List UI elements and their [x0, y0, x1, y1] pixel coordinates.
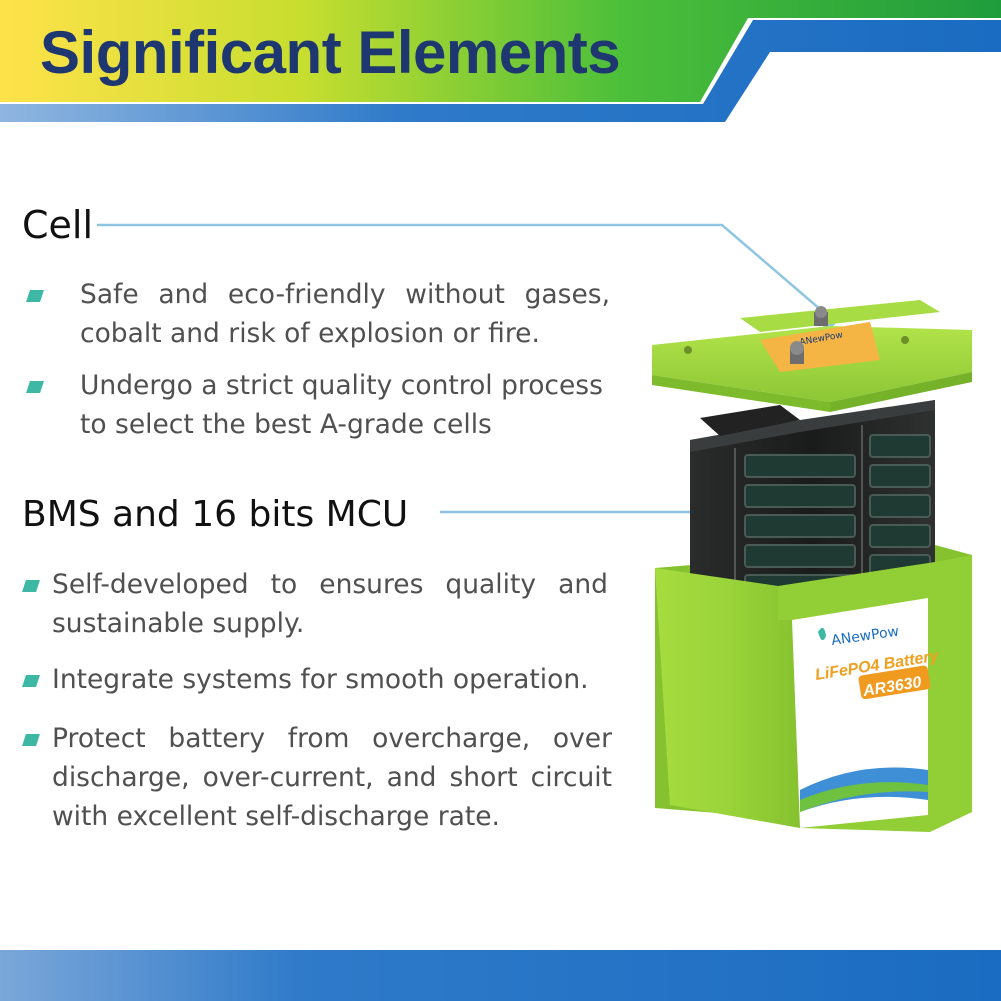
bms-bullet-text: Protect battery from overcharge, over di… — [52, 723, 612, 832]
bms-bullet-2: Integrate systems for smooth operation. — [22, 660, 632, 699]
cell-bullet-text: Undergo a strict quality control process… — [80, 370, 603, 440]
bms-bullet-text: Integrate systems for smooth operation. — [52, 664, 589, 695]
footer-stripe — [0, 950, 1001, 1001]
battery-lid: ANewPow — [652, 300, 972, 412]
bms-heading: BMS and 16 bits MCU — [22, 494, 409, 535]
bms-bullet-1: Self-developed to ensures quality and su… — [22, 565, 608, 643]
bms-bullet-text: Self-developed to ensures quality and su… — [52, 569, 608, 639]
case-front-left — [655, 568, 800, 828]
bms-bullet-3: Protect battery from overcharge, over di… — [22, 719, 612, 836]
brand-logo-icon — [818, 627, 826, 641]
cell-bullet-2: Undergo a strict quality control process… — [26, 366, 614, 444]
cell-bullet-1: Safe and eco-friendly without gases, cob… — [26, 275, 610, 353]
cell-bullet-text: Safe and eco-friendly without gases, cob… — [80, 279, 610, 349]
banner-graphic — [0, 0, 1001, 122]
terminal-icon — [790, 306, 828, 364]
cell-heading: Cell — [22, 203, 94, 247]
header-banner: Significant Elements — [0, 0, 1001, 125]
page-title: Significant Elements — [40, 19, 621, 86]
